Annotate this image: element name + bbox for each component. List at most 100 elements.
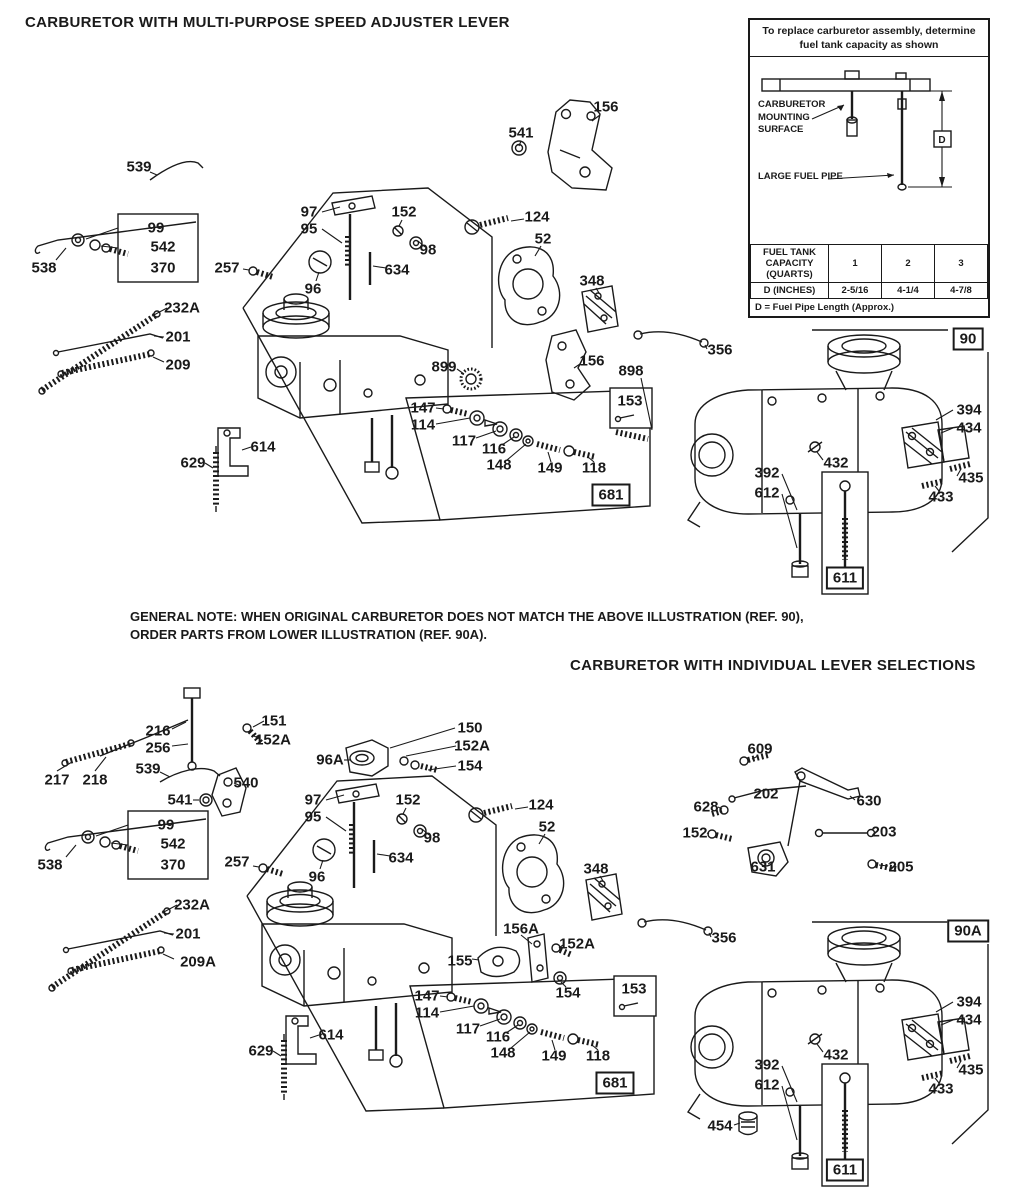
part-label-lower-370: 370: [160, 856, 186, 874]
part-label-lower-202: 202: [753, 785, 779, 803]
part-label-lower-433: 433: [928, 1080, 954, 1098]
part-label-upper-147: 147: [410, 399, 436, 417]
part-label-lower-152a: 152A: [559, 935, 595, 953]
part-label-upper-116: 116: [481, 440, 507, 458]
part-label-lower-152: 152: [682, 824, 708, 842]
d-inches-cell: 4-7/8: [934, 282, 988, 299]
lower-choke-bracket-96A: [344, 727, 457, 777]
part-label-lower-611: 611: [825, 1158, 865, 1182]
page-title-upper: CARBURETOR WITH MULTI-PURPOSE SPEED ADJU…: [25, 14, 510, 31]
fuel-pipe-label: LARGE FUEL PIPE: [758, 171, 843, 183]
leader-lines: [55, 227, 250, 363]
part-label-lower-201: 201: [175, 925, 201, 943]
part-label-upper-356: 356: [707, 341, 733, 359]
part-label-lower-394: 394: [956, 993, 982, 1011]
part-label-lower-434: 434: [956, 1011, 982, 1029]
part-label-upper-435: 435: [958, 469, 984, 487]
part-label-lower-392: 392: [754, 1056, 780, 1074]
general-note: GENERAL NOTE: WHEN ORIGINAL CARBURETOR D…: [130, 608, 870, 644]
part-label-lower-630: 630: [856, 792, 882, 810]
part-label-upper-156: 156: [593, 98, 619, 116]
part-label-lower-628: 628: [693, 798, 719, 816]
part-label-lower-612: 612: [754, 1076, 780, 1094]
part-label-lower-540: 540: [233, 774, 259, 792]
part-label-lower-118: 118: [585, 1047, 611, 1065]
part-label-lower-432: 432: [823, 1046, 849, 1064]
part-label-lower-151: 151: [261, 712, 287, 730]
upper-extra-parts: [456, 99, 653, 442]
lower-bracket-540: [193, 720, 265, 817]
part-label-lower-98: 98: [423, 829, 441, 847]
part-label-lower-542: 542: [160, 835, 186, 853]
part-label-upper-392: 392: [754, 464, 780, 482]
part-label-lower-152a: 152A: [255, 731, 291, 749]
part-label-upper-156: 156: [579, 352, 605, 370]
part-label-upper-634: 634: [384, 261, 410, 279]
part-label-lower-116: 116: [485, 1028, 511, 1046]
part-label-upper-434: 434: [956, 419, 982, 437]
capacity-table-row2: D (INCHES) 2-5/16 4-1/4 4-7/8: [750, 282, 988, 299]
part-label-lower-99: 99: [157, 816, 175, 834]
part-label-upper-98: 98: [419, 241, 437, 259]
part-label-lower-148: 148: [490, 1044, 516, 1062]
part-label-lower-90a: 90A: [947, 919, 989, 943]
part-label-lower-538: 538: [37, 856, 63, 874]
capacity-cell: 3: [934, 244, 988, 283]
part-label-upper-201: 201: [165, 328, 191, 346]
lower-lever-cluster: [706, 752, 897, 877]
part-label-upper-257: 257: [214, 259, 240, 277]
part-label-lower-216: 216: [145, 722, 171, 740]
part-label-lower-154: 154: [555, 984, 581, 1002]
part-label-lower-256: 256: [145, 739, 171, 757]
part-label-lower-629: 629: [248, 1042, 274, 1060]
part-label-lower-96: 96: [308, 868, 326, 886]
mounting-surface-line1: CARBURETOR: [758, 99, 826, 111]
leader-lines: [315, 206, 708, 463]
part-label-lower-114: 114: [414, 1004, 440, 1022]
inset-header-line2: fuel tank capacity as shown: [799, 39, 939, 52]
fuel-tank-inset: To replace carburetor assembly, determin…: [748, 18, 990, 318]
part-label-lower-203: 203: [871, 823, 897, 841]
part-label-upper-681: 681: [591, 483, 631, 507]
part-label-upper-114: 114: [410, 416, 436, 434]
part-label-lower-348: 348: [583, 860, 609, 878]
part-label-lower-541: 541: [167, 791, 193, 809]
inset-drawing: D CARBURETOR MOUNTING SURFACE LARGE FUEL…: [750, 57, 988, 244]
d-inches-header-cell: D (INCHES): [750, 282, 829, 299]
governor-springs-and-links: [34, 213, 274, 395]
part-label-upper-539: 539: [126, 158, 152, 176]
part-label-lower-152: 152: [395, 791, 421, 809]
part-label-upper-370: 370: [150, 259, 176, 277]
part-label-lower-218: 218: [82, 771, 108, 789]
part-label-lower-634: 634: [388, 849, 414, 867]
mounting-surface-label: CARBURETOR MOUNTING SURFACE: [758, 99, 825, 136]
part-label-lower-609: 609: [747, 740, 773, 758]
part-label-upper-612: 612: [754, 484, 780, 502]
part-label-upper-629: 629: [180, 454, 206, 472]
part-label-lower-232a: 232A: [174, 896, 210, 914]
part-label-upper-541: 541: [508, 124, 534, 142]
part-label-upper-124: 124: [524, 208, 550, 226]
general-note-line2: ORDER PARTS FROM LOWER ILLUSTRATION (REF…: [130, 627, 488, 643]
part-label-lower-356: 356: [711, 929, 737, 947]
mounting-surface-line2: MOUNTING: [758, 111, 810, 123]
part-label-lower-97: 97: [304, 791, 322, 809]
part-label-upper-542: 542: [150, 238, 176, 256]
part-label-upper-899: 899: [431, 358, 457, 376]
part-label-lower-155: 155: [447, 952, 473, 970]
part-label-lower-149: 149: [541, 1047, 567, 1065]
part-label-lower-614: 614: [318, 1026, 344, 1044]
part-label-lower-150: 150: [457, 719, 483, 737]
part-label-upper-52: 52: [534, 230, 552, 248]
part-label-upper-898: 898: [618, 362, 644, 380]
part-label-upper-614: 614: [250, 438, 276, 456]
lower-governor-crank: [56, 687, 201, 772]
part-label-lower-156a: 156A: [503, 920, 539, 938]
upper-governor-rod-539: [149, 161, 204, 181]
part-label-upper-149: 149: [537, 459, 563, 477]
part-label-upper-99: 99: [147, 219, 165, 237]
part-label-lower-454: 454: [707, 1117, 733, 1135]
part-label-lower-124: 124: [528, 796, 554, 814]
part-label-upper-96: 96: [304, 280, 322, 298]
